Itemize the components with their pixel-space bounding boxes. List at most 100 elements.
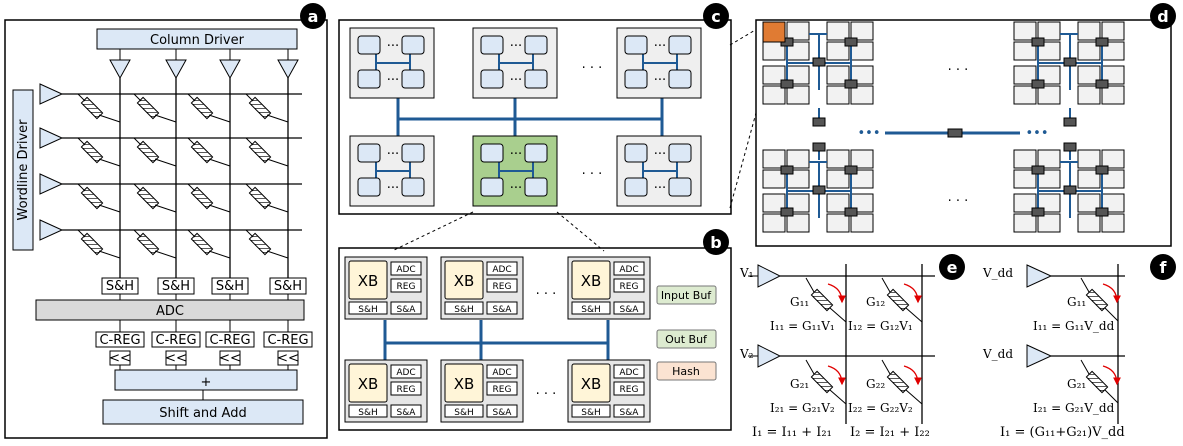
chip	[1101, 149, 1125, 169]
pe-box	[624, 143, 648, 163]
sa-label: S&A	[397, 408, 417, 418]
shift-label: <<	[277, 351, 299, 366]
creg-label: C-REG	[267, 333, 308, 348]
memristor-cell-body	[886, 370, 910, 394]
reg-label: REG	[620, 385, 639, 395]
chip	[1077, 169, 1101, 189]
xb-core	[444, 363, 484, 403]
chip	[1077, 65, 1101, 85]
sh-label: S&H	[106, 279, 134, 294]
router	[812, 185, 826, 195]
sa-box	[613, 301, 645, 315]
f-g21-label: G₂₁	[1067, 377, 1086, 391]
g12-label: G₁₂	[866, 295, 885, 309]
badge-a-label: a	[308, 7, 319, 26]
crossbar-array-a: S&HC-REG<<S&HC-REG<<S&HC-REG<<S&HC-REG<<	[39, 49, 313, 400]
wordline-driver-label: Wordline Driver	[16, 119, 31, 221]
panel-e: V₁ V₂ G₁₁ G₁₂ G₂₁ G₂₂ I₁₁ = G₁₁V₁ I₁₂ = …	[739, 254, 965, 440]
cell-wire	[1080, 277, 1090, 293]
chip	[786, 149, 810, 169]
reg-box	[613, 381, 645, 396]
creg-label: C-REG	[99, 333, 140, 348]
sh-box	[348, 404, 388, 418]
reg-box	[390, 381, 422, 396]
tile-ellipsis: · · ·	[582, 61, 603, 76]
chip	[1037, 149, 1061, 169]
pe-box	[524, 35, 548, 55]
chip	[850, 149, 874, 169]
router	[1095, 207, 1109, 217]
router	[844, 79, 858, 89]
shift-label: <<	[219, 351, 241, 366]
memristor-cell	[810, 288, 834, 312]
chip	[1077, 85, 1101, 105]
router	[1063, 57, 1077, 67]
v1-label: V₁	[739, 266, 753, 280]
creg-label: C-REG	[155, 333, 196, 348]
mvm-sum-circuit	[1026, 264, 1125, 424]
chip	[786, 213, 810, 233]
cell-wire	[154, 158, 177, 167]
chip	[762, 65, 786, 85]
input-driver	[757, 344, 782, 368]
pe-box	[401, 143, 425, 163]
cell-wire	[266, 204, 289, 213]
f-i21-label: I₂₁ = G₂₁V_dd	[1033, 401, 1115, 415]
chip	[1037, 213, 1061, 233]
router	[1063, 185, 1077, 195]
cell-wire	[133, 229, 142, 238]
pe-ellipsis: ···	[510, 147, 522, 162]
pe-box	[357, 35, 381, 55]
adc-box	[390, 364, 422, 379]
router	[780, 79, 794, 89]
adc-label: ADC	[492, 265, 511, 275]
creg-box	[263, 331, 313, 348]
cell-wire	[154, 250, 177, 259]
chip	[1013, 169, 1037, 189]
f-sum-label: I₁ = (G₁₁+G₂₁)V_dd	[1000, 425, 1125, 440]
adc-label: ADC	[492, 368, 511, 378]
chip	[1101, 21, 1125, 41]
sh-label: S&H	[216, 279, 244, 294]
input-buf-box	[656, 285, 717, 305]
pe-box	[401, 69, 425, 89]
cell-wire	[805, 277, 815, 293]
pe-ellipsis: ···	[510, 73, 522, 88]
chip	[1013, 149, 1037, 169]
chip	[1101, 213, 1125, 233]
chip	[1013, 41, 1037, 61]
chip	[850, 21, 874, 41]
pe-box	[624, 35, 648, 55]
chip	[850, 85, 874, 105]
cell-wire	[245, 137, 254, 146]
badge-b	[703, 229, 729, 255]
cell-wire	[1104, 307, 1119, 322]
tile-ellipsis: · · ·	[536, 387, 557, 402]
pe-box	[357, 177, 381, 197]
xb-label: XB	[581, 375, 602, 393]
xb-label: XB	[358, 375, 379, 393]
reg-box	[390, 278, 422, 293]
chip	[826, 65, 850, 85]
badge-f-label: f	[1160, 258, 1168, 277]
chip	[1013, 213, 1037, 233]
adc-box	[486, 261, 518, 276]
adc-label: ADC	[619, 265, 638, 275]
xb-core	[444, 260, 484, 300]
pe-box	[668, 69, 692, 89]
sa-label: S&A	[493, 408, 513, 418]
pe-box	[401, 35, 425, 55]
sh-box	[348, 301, 388, 315]
chip	[1013, 65, 1037, 85]
router	[780, 207, 794, 217]
sh-box	[571, 301, 611, 315]
chip	[1077, 21, 1101, 41]
cell-wire	[187, 137, 196, 146]
current-arrow	[1102, 365, 1121, 386]
xb-core	[571, 363, 611, 403]
cell-wire	[905, 307, 923, 323]
chip	[1077, 193, 1101, 213]
memristor-cell	[1085, 288, 1109, 312]
out-buf-box	[656, 329, 717, 349]
shift-add-label: Shift and Add	[159, 406, 246, 421]
